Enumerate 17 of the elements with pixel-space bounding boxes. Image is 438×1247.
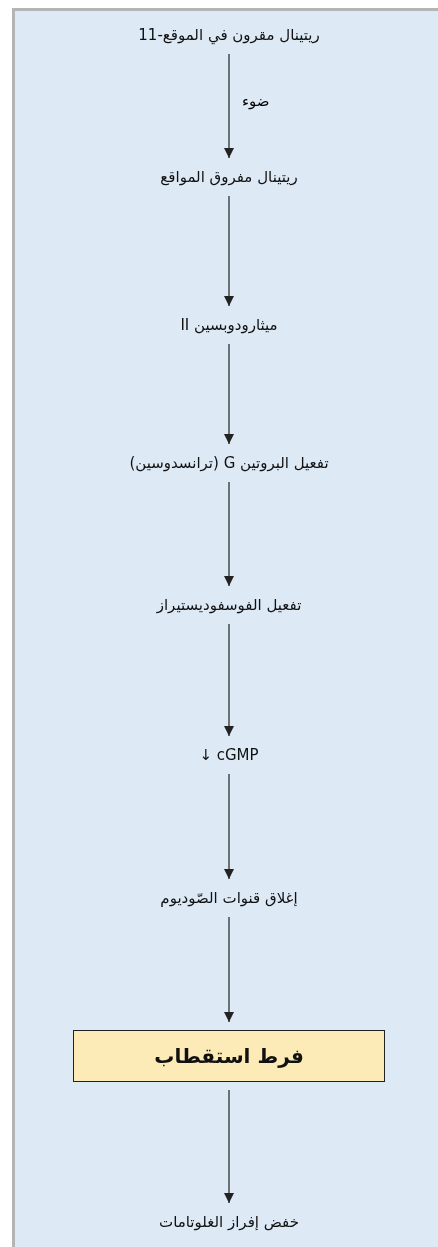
arrow xyxy=(224,343,234,445)
arrow xyxy=(224,195,234,307)
step-text: إغلاق قنوات الصّوديوم xyxy=(156,887,302,909)
step-text: ↓ cGMP xyxy=(195,744,263,766)
arrow xyxy=(224,481,234,587)
step-text: تفعيل البروتين G (ترانسدوسين) xyxy=(125,452,333,474)
step-text: تفعيل الفوسفوديستيراز xyxy=(152,594,306,616)
arrow xyxy=(224,1089,234,1204)
arrow xyxy=(224,623,234,737)
step-text: ميثارودوبسين II xyxy=(176,314,282,336)
step-text: ريتينال مقرون في الموقع-11 xyxy=(134,24,324,46)
highlight-box: فرط استقطاب xyxy=(73,1030,385,1082)
arrow xyxy=(224,916,234,1023)
arrow xyxy=(224,773,234,880)
step-text: ريتينال مفروق المواقع xyxy=(156,166,302,188)
step-text: خفض إفراز الغلوتامات xyxy=(155,1211,303,1233)
arrow xyxy=(224,53,234,159)
